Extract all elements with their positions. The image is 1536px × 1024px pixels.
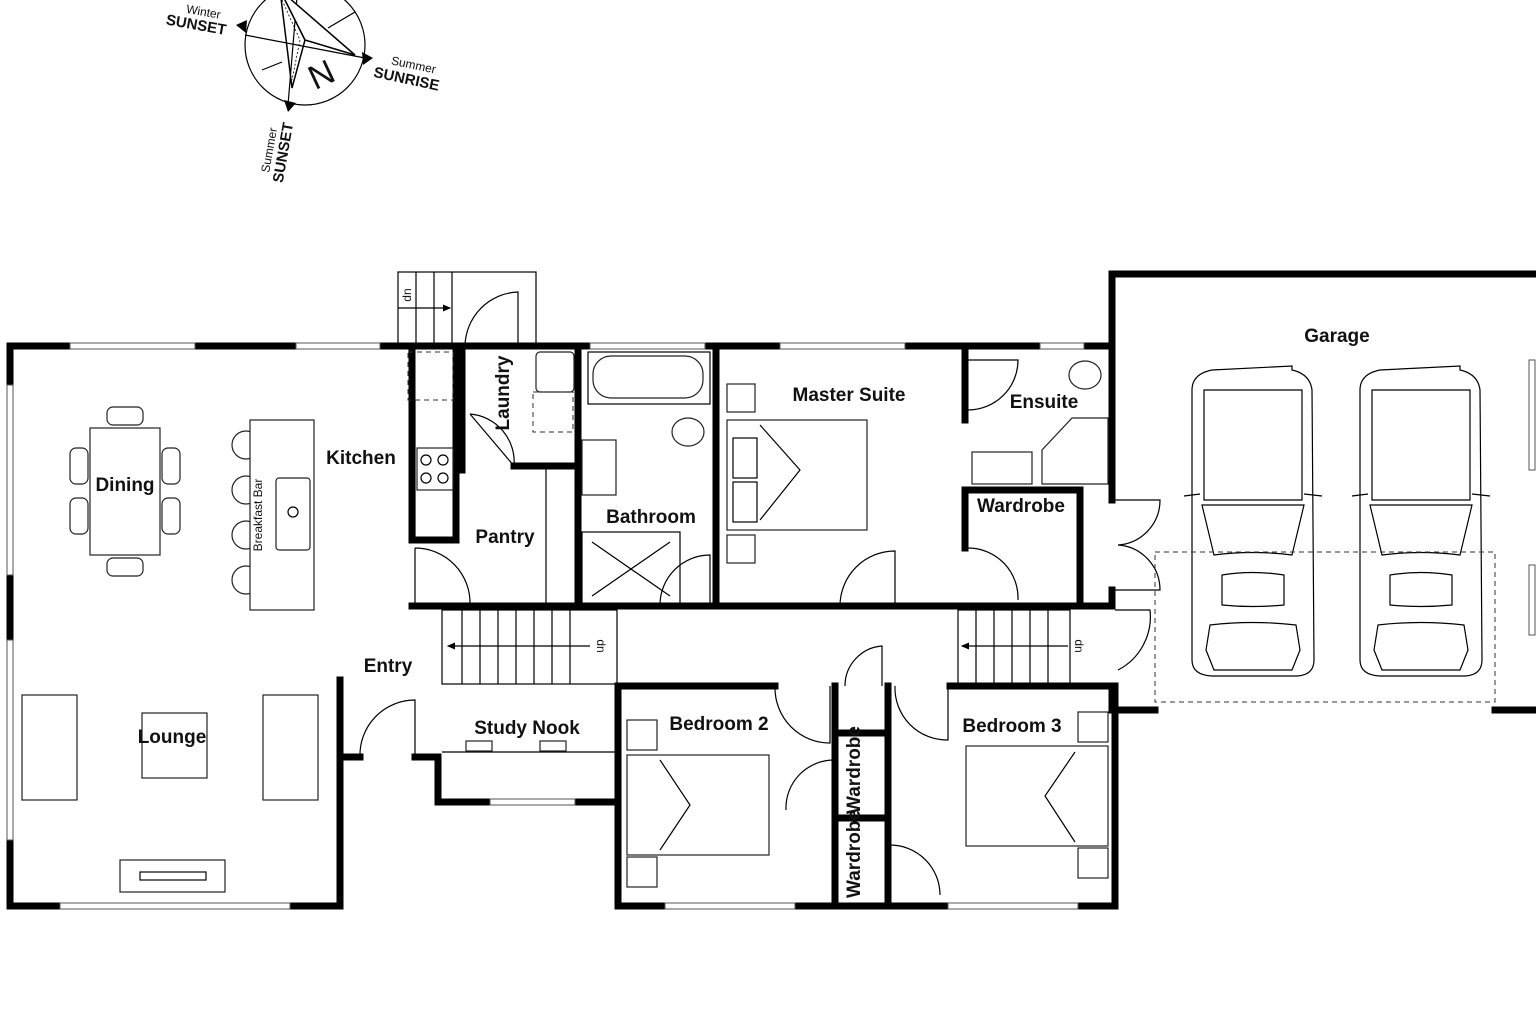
kitchen-bench xyxy=(407,351,454,540)
laundry-fixtures xyxy=(532,351,575,606)
compass-rose: N Winter SUNSET Summer SUNRISE Summer SU… xyxy=(165,0,441,184)
hall-stairs-left: dn xyxy=(441,609,618,685)
winter-sunset-line1: Winter xyxy=(185,2,222,22)
room-label-ensuite: Ensuite xyxy=(1010,392,1079,413)
bedroom3-bed xyxy=(965,711,1109,879)
room-label-entry: Entry xyxy=(364,656,413,677)
hall-stairs-left-dn-label: dn xyxy=(594,639,608,652)
bedroom2-bed xyxy=(626,719,770,888)
room-labels: Dining Kitchen Laundry Pantry Bathroom M… xyxy=(95,326,1369,898)
study-desk xyxy=(442,740,618,753)
garage-cars xyxy=(1154,365,1496,703)
room-label-wardrobe-bed3: Wardrobe xyxy=(844,810,865,898)
room-label-lounge: Lounge xyxy=(138,727,207,748)
master-bed xyxy=(726,383,868,564)
room-label-dining: Dining xyxy=(95,475,154,496)
winter-sunset-arrow-icon xyxy=(236,20,247,33)
north-label: N xyxy=(302,53,340,98)
room-label-kitchen: Kitchen xyxy=(326,448,396,469)
hall-stairs-right: dn xyxy=(957,609,1086,685)
summer-sunset-arrow-icon xyxy=(284,100,296,112)
ensuite-fixtures xyxy=(971,360,1109,485)
room-label-laundry: Laundry xyxy=(493,355,514,430)
breakfast-bar: Breakfast Bar xyxy=(231,419,315,611)
walls xyxy=(6,270,1536,910)
room-label-wardrobe-master: Wardrobe xyxy=(977,496,1065,517)
windows xyxy=(6,342,1536,910)
room-label-garage: Garage xyxy=(1304,326,1369,347)
room-label-master-suite: Master Suite xyxy=(793,385,906,406)
rear-stairs-dn-label: dn xyxy=(400,288,414,301)
room-label-bedroom2: Bedroom 2 xyxy=(669,714,768,735)
car-right xyxy=(1351,365,1491,677)
dining-table xyxy=(69,406,181,577)
breakfast-bar-label: Breakfast Bar xyxy=(251,479,265,552)
doors xyxy=(359,291,1161,896)
room-label-bedroom3: Bedroom 3 xyxy=(962,716,1061,737)
bathroom-fixtures xyxy=(581,351,711,605)
room-label-study-nook: Study Nook xyxy=(474,718,580,739)
lounge-furniture xyxy=(21,694,319,893)
summer-sunrise-arrow-icon xyxy=(362,52,373,65)
car-left xyxy=(1183,365,1323,677)
rear-stairs: dn xyxy=(397,271,537,347)
room-label-wardrobe-bed2: Wardrobe xyxy=(844,726,865,814)
hall-stairs-right-dn-label: dn xyxy=(1072,639,1086,652)
room-label-bathroom: Bathroom xyxy=(606,507,696,528)
room-label-pantry: Pantry xyxy=(475,527,535,548)
